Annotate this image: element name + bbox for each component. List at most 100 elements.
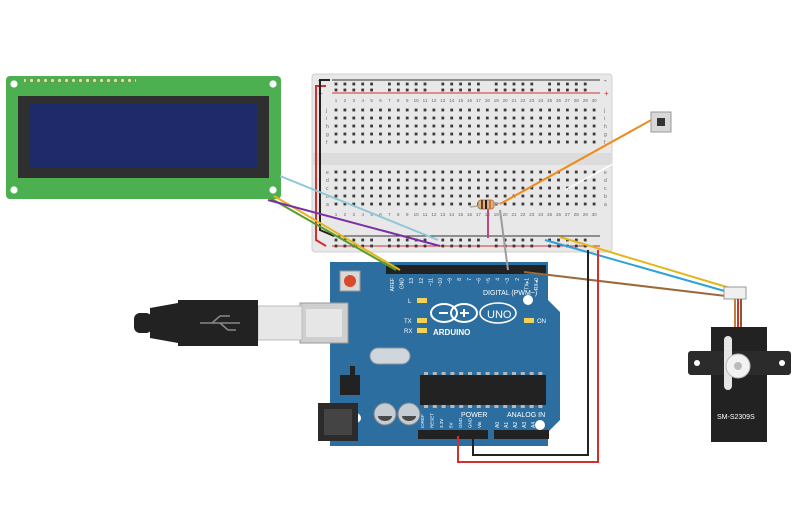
breadboard-hole: [414, 140, 418, 144]
column-number: 20: [503, 98, 509, 103]
breadboard-hole: [503, 132, 507, 136]
breadboard-hole: [592, 194, 596, 198]
column-number: 8: [397, 212, 400, 217]
rail-hole: [574, 82, 578, 86]
led-label-l: L: [408, 299, 412, 305]
rail-hole: [459, 88, 462, 92]
breadboard-hole: [566, 194, 569, 198]
rail-hole: [521, 238, 525, 242]
breadboard-hole: [405, 140, 409, 144]
led-label-on: ON: [537, 319, 546, 325]
breadboard-hole: [361, 170, 365, 174]
row-letter: j: [603, 108, 605, 114]
breadboard-hole: [459, 140, 462, 144]
chip-pin: [459, 372, 464, 375]
column-number: 26: [556, 98, 562, 103]
row-letter: c: [604, 186, 607, 192]
breadboard-hole: [414, 194, 418, 198]
column-number: 23: [529, 212, 535, 217]
rail-hole: [583, 244, 587, 248]
breadboard-hole: [343, 186, 347, 190]
column-number: 9: [406, 98, 409, 103]
breadboard-hole: [450, 116, 454, 120]
breadboard-hole: [574, 140, 578, 144]
breadboard-hole: [574, 186, 578, 190]
breadboard-hole: [423, 170, 427, 174]
breadboard-hole: [521, 186, 525, 190]
breadboard-hole: [343, 124, 347, 128]
power-jack-inner: [324, 409, 352, 435]
breadboard-hole: [477, 170, 480, 174]
rail-hole: [557, 244, 560, 248]
resistor-icon[interactable]: [469, 199, 503, 210]
rail-hole: [396, 82, 400, 86]
breadboard-hole: [583, 202, 587, 206]
power-label: POWER: [461, 412, 487, 419]
rail-hole: [423, 88, 427, 92]
breadboard-hole: [414, 108, 418, 112]
rail-hole: [405, 244, 409, 248]
chip-pin: [424, 372, 428, 375]
breadboard-hole: [485, 108, 489, 112]
breadboard-hole: [539, 124, 543, 128]
breadboard-hole: [512, 108, 516, 112]
chip-pin: [450, 372, 455, 375]
breadboard-hole: [396, 108, 400, 112]
breadboard-hole: [592, 132, 596, 136]
breadboard-hole: [503, 178, 507, 182]
crystal-oscillator: [369, 347, 411, 365]
breadboard-hole: [441, 108, 445, 112]
row-letter: f: [326, 140, 328, 146]
breadboard-hole: [574, 202, 578, 206]
breadboard-hole: [405, 170, 409, 174]
breadboard-hole: [405, 108, 409, 112]
rail-hole: [414, 88, 418, 92]
row-letter: b: [326, 194, 329, 200]
chip-pin: [520, 405, 525, 408]
wires: [267, 79, 731, 463]
breadboard-hole: [583, 178, 587, 182]
lcd-mount-hole: [269, 186, 277, 194]
usb-cable-icon[interactable]: [134, 300, 303, 346]
breadboard-hole: [343, 140, 347, 144]
rail-hole: [450, 82, 454, 86]
breadboard-hole: [503, 116, 507, 120]
breadboard-hole: [539, 132, 543, 136]
lcd-display-icon[interactable]: [6, 76, 281, 199]
servo-icon[interactable]: SM-S2309S: [688, 286, 791, 442]
breadboard-hole: [539, 202, 543, 206]
arduino-brand-label: ARDUINO: [433, 328, 470, 337]
breadboard-hole: [396, 178, 400, 182]
rail-hole: [530, 238, 534, 242]
breadboard-hole: [557, 186, 560, 190]
chip-pin: [494, 372, 499, 375]
breadboard-hole: [450, 186, 454, 190]
column-number: 27: [565, 212, 571, 217]
pushbutton-icon[interactable]: [650, 111, 672, 133]
wire-gray: [499, 209, 509, 271]
column-number: 20: [503, 212, 509, 217]
lcd-mount-hole: [269, 80, 277, 88]
column-number: 11: [423, 212, 428, 217]
breadboard-hole: [477, 178, 480, 182]
chip-pin: [503, 372, 508, 375]
row-letter: a: [326, 202, 329, 208]
breadboard-hole: [494, 132, 498, 136]
rail-hole: [352, 238, 356, 242]
breadboard-hole: [459, 186, 462, 190]
row-letter: j: [325, 108, 327, 114]
row-letter: b: [604, 194, 607, 200]
column-number: 18: [485, 98, 491, 103]
chip-pin: [476, 372, 481, 375]
breadboard-hole: [352, 108, 356, 112]
digital-pin-label: GND: [400, 278, 406, 290]
rail-hole: [441, 244, 445, 248]
breadboard-hole: [450, 132, 454, 136]
rail-hole: [343, 82, 347, 86]
chip-pin: [494, 405, 499, 408]
usb-port-inner: [306, 309, 342, 337]
chip-pin: [459, 405, 464, 408]
power-pin-label: RESET: [430, 413, 435, 428]
